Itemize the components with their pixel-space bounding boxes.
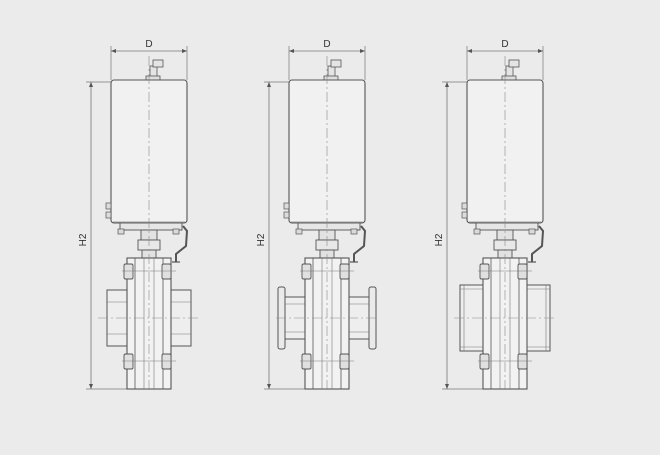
actuator-bolt-left-lower [461,211,468,219]
dim-d-arrow-right [182,49,187,53]
body-bolt-head-1 [301,263,312,280]
indicator-bracket [531,225,545,262]
actuator-bolt-left-lower [105,211,112,219]
actuator-bolt-left-upper [105,202,112,210]
dim-h2-arrow-top [445,82,449,87]
dim-d-arrow-left [467,49,472,53]
indicator-bracket [353,225,367,262]
dim-d-arrow-right [538,49,543,53]
dim-h2-arrow-top [89,82,93,87]
body-bolt-head-1 [123,263,134,280]
dim-h2-arrow-bottom [89,384,93,389]
body-bolt-head-4 [517,353,528,370]
actuator-bolt-left-upper [461,202,468,210]
dim-h2-label: H2 [256,233,267,246]
air-fitting-elbow [152,59,164,68]
mount-bolt-left [117,228,125,235]
indicator-bracket [175,225,189,262]
body-bolt-head-3 [301,353,312,370]
body-bolt-head-3 [123,353,134,370]
mount-bolt-right [172,228,180,235]
mount-bolt-right [528,228,536,235]
air-fitting-elbow [508,59,520,68]
dim-d-arrow-left [111,49,116,53]
mount-bolt-right [350,228,358,235]
body-bolt-head-1 [479,263,490,280]
body-bolt-head-4 [339,353,350,370]
dim-h2-arrow-bottom [267,384,271,389]
valve-view-thread-end: D H2 [434,39,556,392]
dim-d-label: D [145,39,152,50]
actuator-bolt-left-upper [283,202,290,210]
dim-h2-label: H2 [78,233,89,246]
valve-view-clamp-end: D H2 [256,39,378,392]
body-bolt-head-2 [517,263,528,280]
mount-bolt-left [473,228,481,235]
dim-d-label: D [501,39,508,50]
air-fitting-elbow [330,59,342,68]
body-bolt-head-2 [339,263,350,280]
body-bolt-head-4 [161,353,172,370]
dim-d-label: D [323,39,330,50]
actuator-bolt-left-lower [283,211,290,219]
dim-h2-arrow-bottom [445,384,449,389]
body-bolt-head-3 [479,353,490,370]
valve-view-weld-end: D H2 [78,39,200,392]
mount-bolt-left [295,228,303,235]
dim-d-arrow-right [360,49,365,53]
body-bolt-head-2 [161,263,172,280]
dim-h2-label: H2 [434,233,445,246]
dim-h2-arrow-top [267,82,271,87]
dim-d-arrow-left [289,49,294,53]
